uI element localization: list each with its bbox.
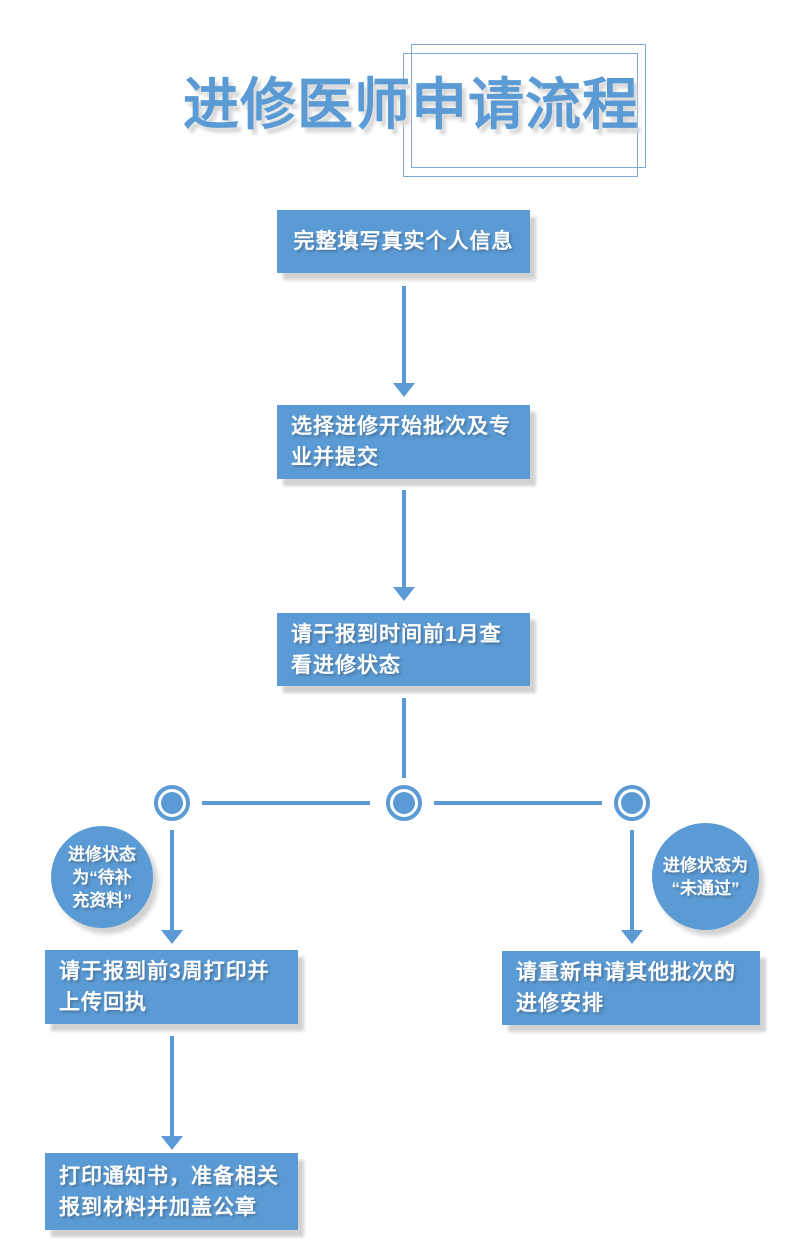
flow-step-label: 请于报到时间前1月查看进修状态 <box>291 622 502 677</box>
flow-step-label: 请于报到前3周打印并上传回执 <box>59 960 270 1014</box>
flow-step-fill-info: 完整填写真实个人信息 <box>277 210 530 273</box>
arrow-line-step2-step3 <box>402 490 406 587</box>
arrow-line-left-branch <box>170 830 174 930</box>
arrowhead-left-step1-step2 <box>161 1136 183 1150</box>
flow-step-check-status: 请于报到时间前1月查看进修状态 <box>277 613 530 686</box>
branch-rail-left-segment <box>202 801 370 805</box>
condition-line: 充资料” <box>72 890 132 910</box>
page-title: 进修医师申请流程 <box>183 73 639 136</box>
branch-rail-right-segment <box>434 801 602 805</box>
flow-step-print-notice: 打印通知书，准备相关报到材料并加盖公章 <box>45 1153 298 1230</box>
flow-step-label: 请重新申请其他批次的进修安排 <box>516 961 736 1015</box>
connector-line-step3-rail <box>402 698 406 778</box>
condition-bubble-not-passed: 进修状态为 “未通过” <box>652 823 759 930</box>
flow-step-reapply: 请重新申请其他批次的进修安排 <box>502 951 760 1025</box>
flow-step-select-batch: 选择进修开始批次及专业并提交 <box>277 405 530 479</box>
condition-line: 进修状态为 <box>663 855 748 875</box>
arrowhead-step2-step3 <box>393 587 415 601</box>
arrowhead-left-branch <box>161 930 183 944</box>
flow-step-upload-receipt: 请于报到前3周打印并上传回执 <box>45 950 298 1024</box>
condition-bubble-supplement: 进修状态 为“待补 充资料” <box>51 826 153 928</box>
branch-dot-left <box>154 785 190 821</box>
flow-step-label: 打印通知书，准备相关报到材料并加盖公章 <box>59 1164 279 1219</box>
condition-line: 进修状态 <box>68 844 136 864</box>
title-frame-outer <box>411 44 646 168</box>
branch-dot-right <box>614 785 650 821</box>
flow-step-label: 完整填写真实个人信息 <box>293 230 514 253</box>
arrowhead-right-branch <box>621 930 643 944</box>
arrow-line-right-branch <box>630 830 634 930</box>
condition-line: “未通过” <box>671 878 740 898</box>
flow-step-label: 选择进修开始批次及专业并提交 <box>291 415 511 469</box>
arrow-line-step1-step2 <box>402 286 406 383</box>
condition-line: 为“待补 <box>72 867 132 887</box>
title-frame-inner <box>403 53 638 177</box>
arrowhead-step1-step2 <box>393 383 415 397</box>
arrow-line-left-step1-step2 <box>170 1036 174 1136</box>
branch-dot-center <box>386 785 422 821</box>
